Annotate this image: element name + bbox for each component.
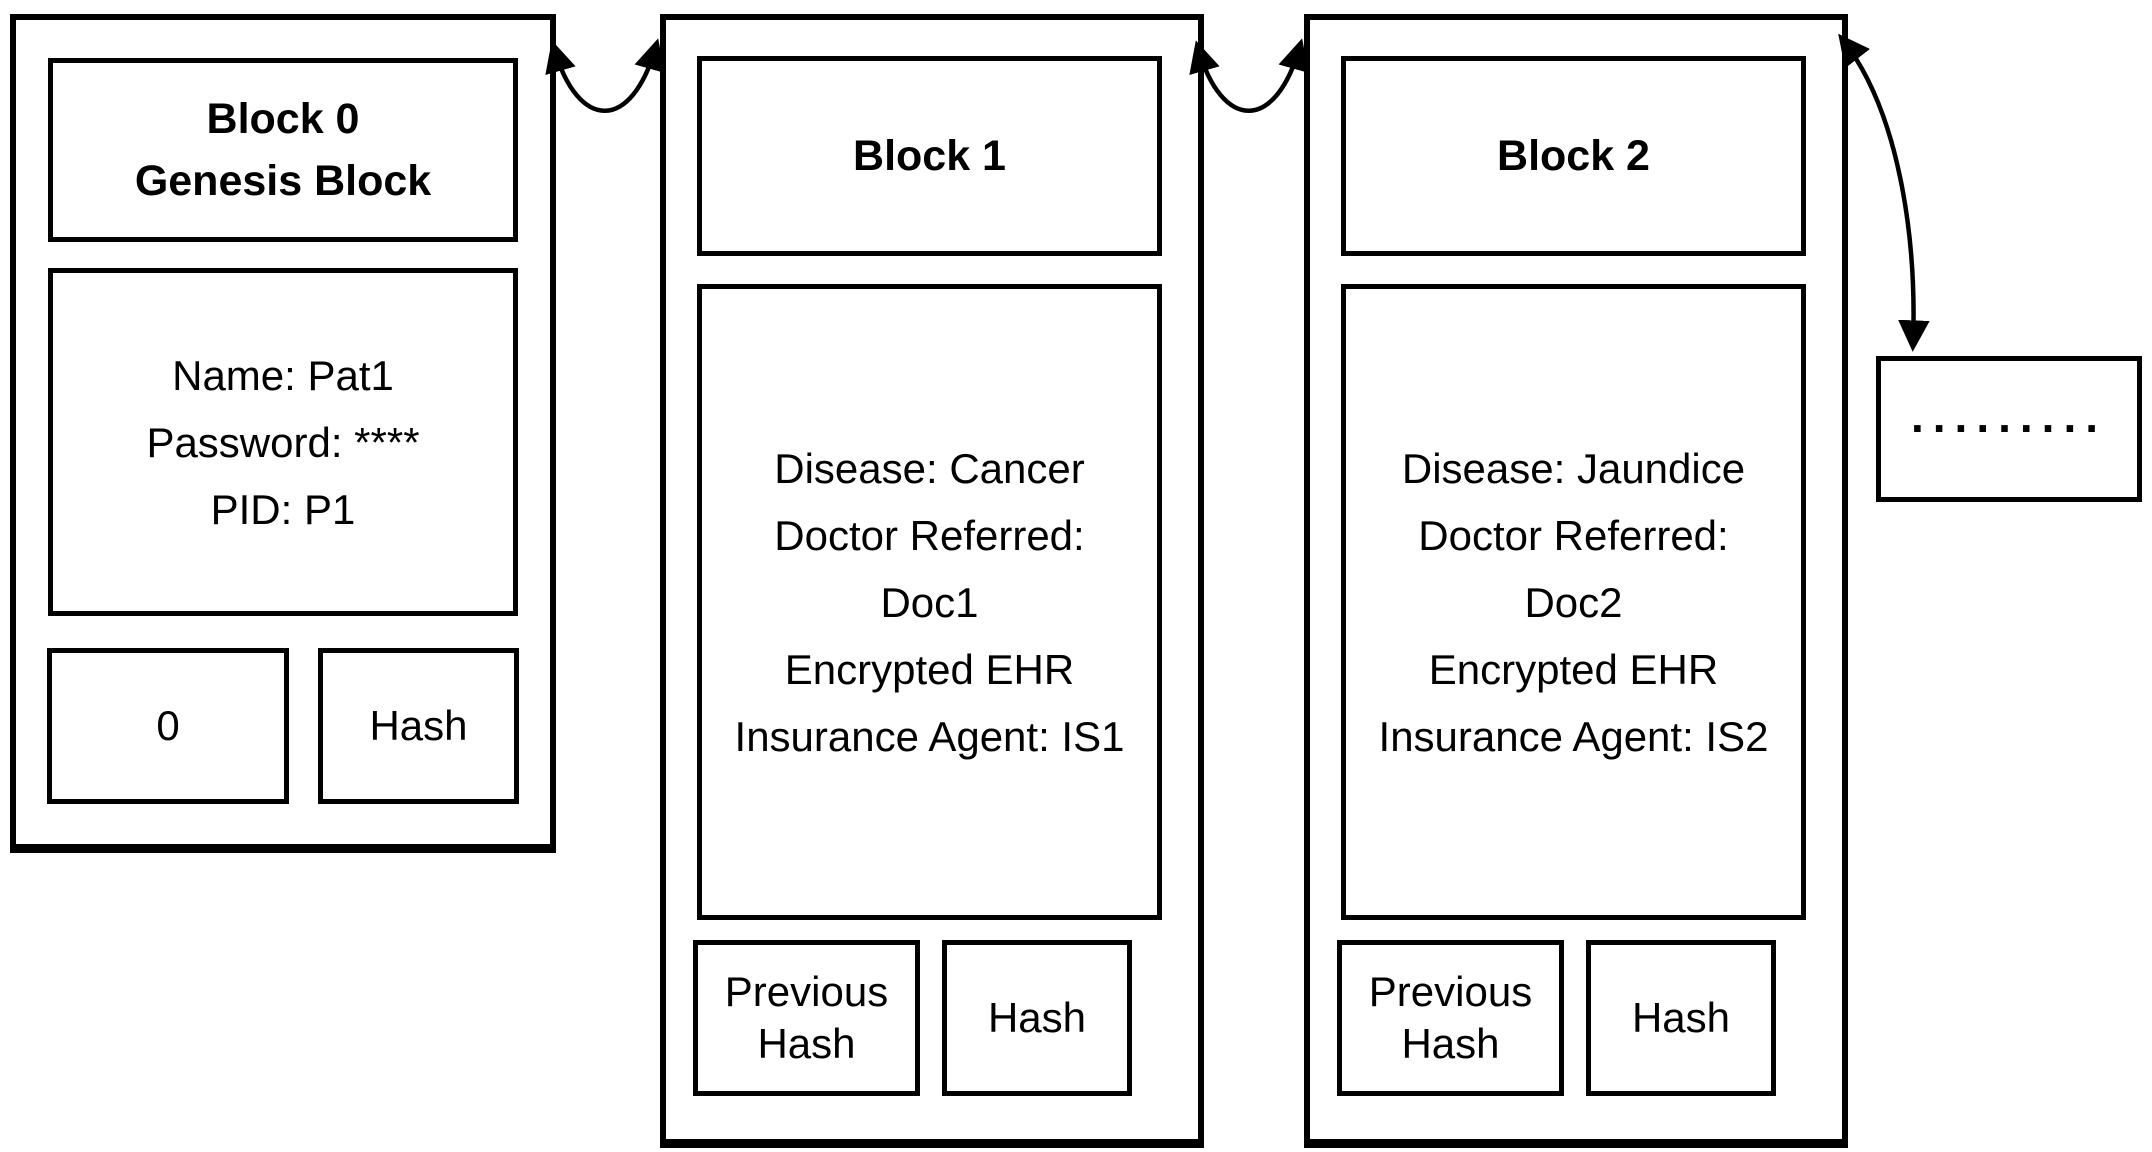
disease-field: Disease: Cancer	[774, 444, 1085, 492]
block-2-data-box: Disease: Jaundice Doctor Referred: Doc2 …	[1341, 284, 1806, 920]
block-2-previous-hash-label: Previous Hash	[1368, 968, 1533, 1067]
block-1-title: Block 1	[853, 132, 1006, 180]
block-0-previous-hash-box: 0	[47, 648, 289, 804]
insurance-agent-field: Insurance Agent: IS2	[1378, 712, 1769, 760]
doctor-referred-field: Doctor Referred:	[1418, 511, 1729, 559]
insurance-agent-field: Insurance Agent: IS1	[734, 712, 1125, 760]
block-0-header: Block 0 Genesis Block	[48, 58, 518, 242]
block-1: Block 1 Disease: Cancer Doctor Referred:…	[660, 14, 1204, 1148]
doctor-name-field: Doc1	[880, 578, 979, 626]
block-0-title-line1: Block 0	[206, 95, 360, 143]
chain-link-arrow-2-next	[1838, 33, 1930, 352]
block-0-hash-label: Hash	[369, 702, 468, 749]
encrypted-ehr-field: Encrypted EHR	[784, 645, 1075, 693]
block-0-previous-hash-label: 0	[156, 702, 180, 749]
block-2-header: Block 2	[1341, 56, 1806, 256]
block-0: Block 0 Genesis Block Name: Pat1 Passwor…	[10, 14, 556, 853]
block-2-title: Block 2	[1497, 132, 1650, 180]
patient-pid-field: PID: P1	[210, 485, 356, 533]
block-0-data-box: Name: Pat1 Password: **** PID: P1	[48, 268, 518, 616]
block-2-hash-label: Hash	[1631, 994, 1731, 1041]
doctor-referred-field: Doctor Referred:	[774, 511, 1085, 559]
block-1-header: Block 1	[697, 56, 1162, 256]
block-2-previous-hash-box: Previous Hash	[1337, 940, 1564, 1096]
block-1-data-box: Disease: Cancer Doctor Referred: Doc1 En…	[697, 284, 1162, 920]
patient-name-field: Name: Pat1	[172, 351, 394, 399]
block-0-hash-box: Hash	[318, 648, 519, 804]
block-1-previous-hash-label: Previous Hash	[724, 968, 889, 1067]
continuation-box: .........	[1876, 356, 2142, 502]
block-1-hash-label: Hash	[987, 994, 1087, 1041]
disease-field: Disease: Jaundice	[1401, 444, 1746, 492]
encrypted-ehr-field: Encrypted EHR	[1428, 645, 1719, 693]
block-0-title-line2: Genesis Block	[134, 157, 432, 205]
block-1-hash-box: Hash	[942, 940, 1132, 1096]
doctor-name-field: Doc2	[1524, 578, 1623, 626]
patient-password-field: Password: ****	[146, 418, 420, 466]
block-2: Block 2 Disease: Jaundice Doctor Referre…	[1304, 14, 1848, 1148]
chain-link-arrow-1-2	[1189, 38, 1309, 113]
chain-link-arrow-0-1	[545, 38, 665, 113]
block-2-hash-box: Hash	[1586, 940, 1776, 1096]
block-1-previous-hash-box: Previous Hash	[693, 940, 920, 1096]
